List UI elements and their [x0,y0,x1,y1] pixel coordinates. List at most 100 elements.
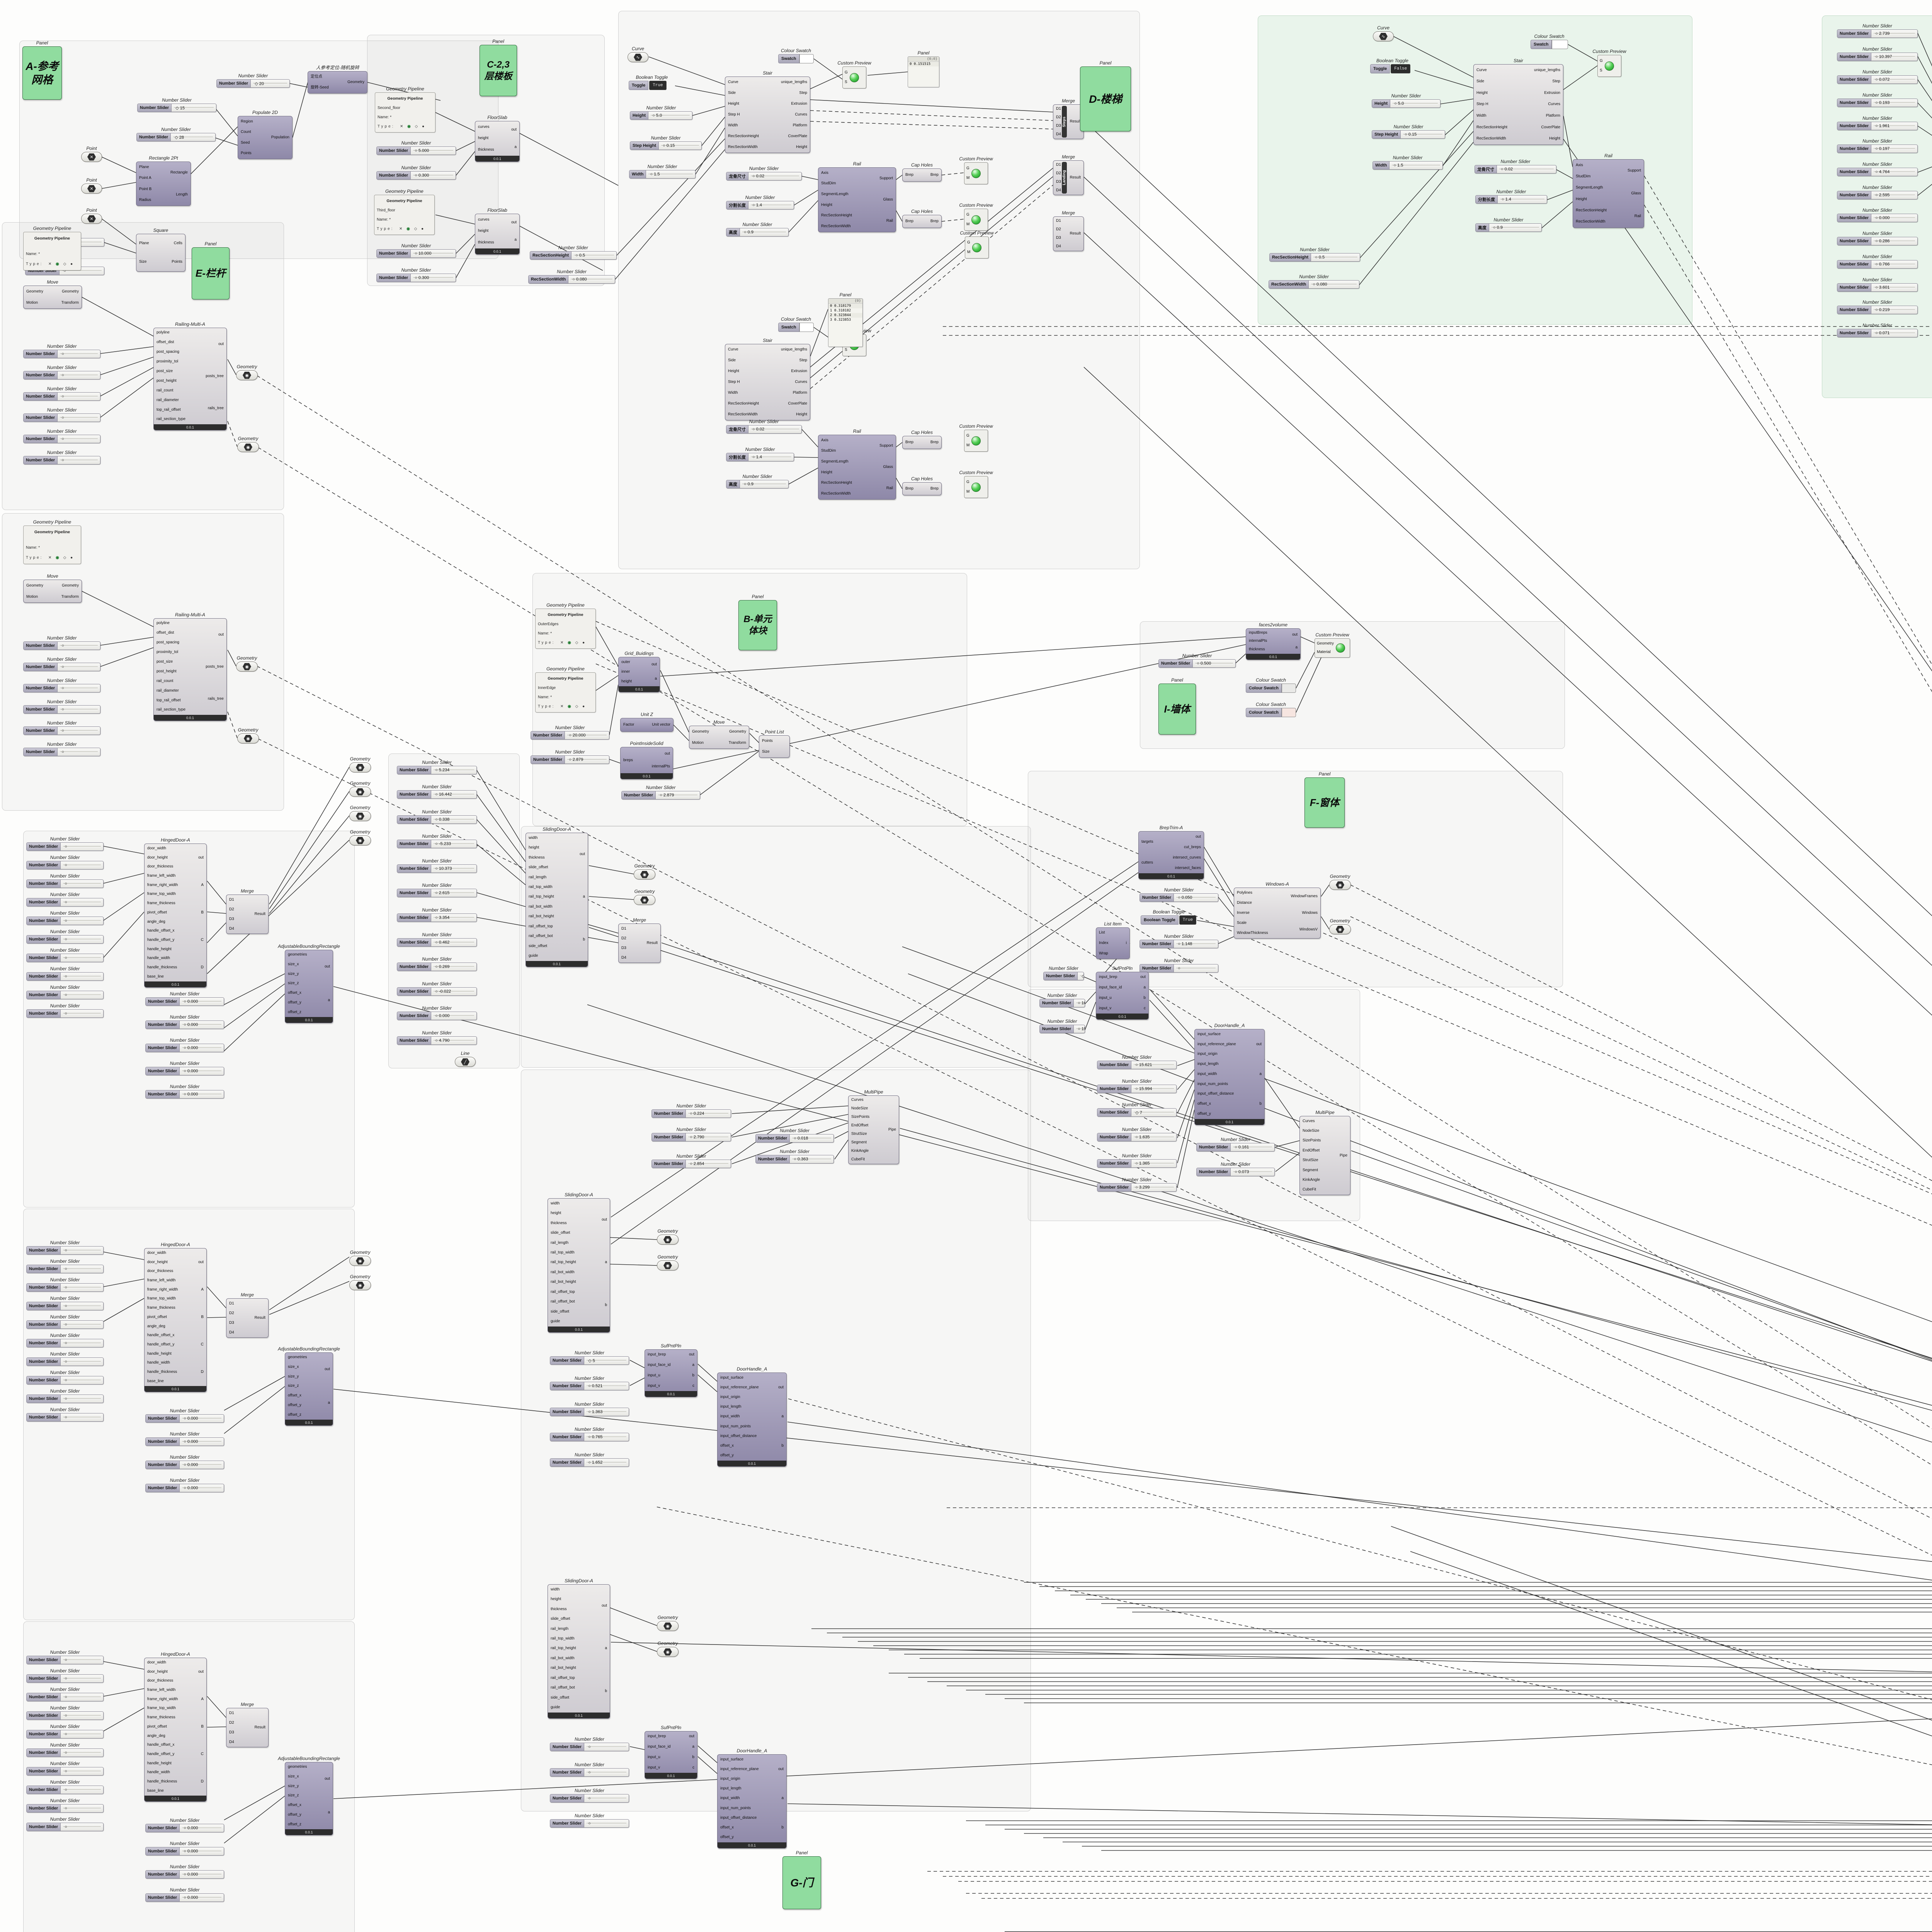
number-slider[interactable]: Number Slider○ [26,1804,104,1813]
input-port[interactable]: height [551,1597,561,1602]
input-port[interactable]: rail_offset_bot [551,1299,575,1304]
number-slider[interactable]: Height○ 5.0 [630,111,692,120]
input-port[interactable]: thickness [478,148,494,152]
slider-track[interactable]: ○ [61,1358,103,1366]
slider-track[interactable]: ○ [584,1794,629,1802]
input-port[interactable]: D3 [229,917,234,921]
number-slider[interactable]: RecSectionHeight○ 0.5 [530,251,617,260]
input-port[interactable]: Size [139,260,147,264]
slider-track[interactable]: ○ 0.766 [1871,260,1917,268]
input-port[interactable]: inner [621,669,630,674]
input-port[interactable]: geometries [288,1765,307,1769]
output-port[interactable]: Extrusion [791,369,807,373]
slider-track[interactable]: ○ 0.000 [180,1415,224,1422]
input-port[interactable]: Curve [728,80,738,84]
input-port[interactable]: D4 [229,1740,234,1744]
slider-track[interactable]: ○ [61,1786,103,1794]
input-port[interactable]: input_reference_plane [720,1385,759,1389]
number-slider[interactable]: Step Height○ 0.15 [630,141,702,150]
input-port[interactable]: D2 [1056,171,1061,175]
slider-track[interactable]: ○ 0.193 [1871,99,1917,107]
input-port[interactable]: Geometry [692,729,709,734]
input-port[interactable]: thickness [478,240,494,245]
number-slider[interactable]: Number Slider○ [550,1768,629,1777]
slider-track[interactable]: ○ 15.930 [1074,1025,1085,1033]
output-port[interactable]: Population [271,135,289,139]
input-port[interactable]: Scale [1237,921,1247,925]
number-slider[interactable]: Number Slider○ [23,371,100,379]
input-port[interactable]: SegmentLength [821,459,849,464]
number-slider[interactable]: Number Slider○ 0.363 [755,1155,834,1163]
input-port[interactable]: Factor [623,723,634,727]
input-port[interactable]: door_thickness [147,864,173,869]
slider-track[interactable]: ◇ 6 [1078,972,1083,980]
output-port[interactable]: internalPts [651,764,670,769]
slider-track[interactable]: ○ [61,1284,103,1291]
slider-track[interactable]: ○ [61,1321,103,1328]
output-port[interactable]: C [201,1752,204,1757]
input-port[interactable]: Step H [728,112,740,117]
number-slider[interactable]: Number Slider○ 10.373 [397,864,477,873]
slider-track[interactable]: ○ [58,663,100,671]
number-slider[interactable]: Number Slider○ 0.161 [1196,1143,1275,1151]
output-port[interactable]: Step [1552,79,1560,84]
input-port[interactable]: offset_x [288,1393,301,1398]
colour-swatch[interactable]: Colour Swatch [1246,684,1296,693]
input-port[interactable]: Geometry [26,289,43,294]
output-port[interactable]: c [692,1765,694,1770]
input-port[interactable]: Width [728,123,738,128]
slider-track[interactable]: ○ [61,880,103,888]
slider-track[interactable]: ○ 0.765 [584,1433,629,1441]
slider-track[interactable]: ○ 0.080 [568,276,615,283]
input-port[interactable]: Curve [728,347,738,352]
number-slider[interactable]: Number Slider○ 0.000 [1837,214,1918,222]
input-port[interactable]: rail_top_width [529,884,553,889]
input-port[interactable]: RecSectionWidth [821,492,851,496]
output-port[interactable]: B [201,910,204,915]
input-port[interactable]: width [529,835,538,840]
input-port[interactable]: KinkAngle [1303,1177,1320,1182]
slider-track[interactable]: ○ 0.000 [180,1484,224,1492]
slider-track[interactable]: ○ [61,1247,103,1254]
output-port[interactable]: posts_tree [206,664,224,669]
input-port[interactable]: polyline [156,330,170,335]
output-port[interactable]: out [651,662,657,667]
input-port[interactable]: rail_length [529,875,547,879]
input-port[interactable]: NodeSize [1303,1129,1320,1133]
output-port[interactable]: a [514,237,517,242]
slider-track[interactable]: ○ 1.148 [1174,940,1218,948]
input-port[interactable]: angle_deg [147,1733,165,1738]
output-port[interactable]: D [201,1370,204,1374]
output-port[interactable]: Curves [1548,102,1560,107]
number-slider[interactable]: Number Slider○ [26,1283,104,1292]
input-port[interactable]: M [966,443,970,448]
slider-track[interactable]: ○ [1174,964,1218,972]
slider-track[interactable]: ○ 0.080 [1309,281,1359,288]
input-port[interactable]: D4 [621,955,626,960]
input-port[interactable]: curves [478,124,490,129]
output-port[interactable]: Rail [886,486,893,491]
input-port[interactable]: size_y [288,1784,299,1788]
input-port[interactable]: Brep [905,219,914,223]
output-port[interactable]: a [583,895,585,899]
number-slider[interactable]: RecSectionHeight○ 0.5 [1269,253,1360,262]
number-slider[interactable]: Number Slider○ 0.300 [376,274,456,282]
data-panel[interactable]: {0;0}0 0.151515 [908,56,939,87]
input-port[interactable]: base_line [147,1788,164,1793]
number-slider[interactable]: Number Slider○ 15.930 [1039,1025,1085,1033]
input-port[interactable]: Size [762,750,770,754]
number-slider[interactable]: Number Slider○ [26,935,104,944]
input-port[interactable]: top_rail_offset [156,698,181,702]
number-slider[interactable]: Number Slider○ 15.621 [1097,1061,1177,1069]
input-port[interactable]: Plane [139,241,149,245]
input-port[interactable]: SegmentLength [1576,185,1603,190]
param-geometry[interactable]: ◉ [1329,880,1351,890]
number-slider[interactable]: Number Slider○ 4.764 [1837,168,1918,176]
number-slider[interactable]: Number Slider○ 2.739 [1837,29,1918,38]
input-port[interactable]: post_size [156,369,173,373]
input-port[interactable]: Curve [1476,68,1487,72]
